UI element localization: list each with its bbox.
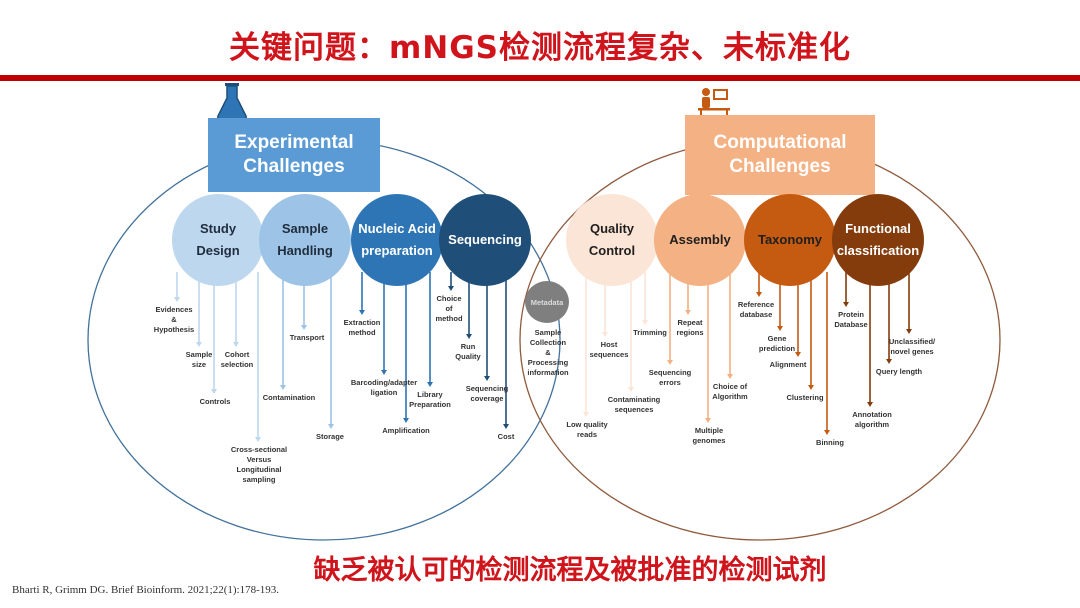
experimental-category-study-design: Study Design (172, 194, 264, 286)
arrow (667, 272, 673, 365)
challenge-label: Storage (316, 432, 344, 441)
arrow (484, 272, 490, 381)
arrow (359, 272, 365, 315)
slide-subtitle: 缺乏被认可的检测流程及被批准的检测试剂 (313, 555, 827, 586)
challenge-label: Annotation algorithm (852, 410, 892, 429)
arrow (906, 272, 912, 334)
challenge-label: Choice of Algorithm (712, 382, 748, 401)
challenge-label: Run Quality (455, 342, 481, 361)
computational-challenges-header: Computational Challenges (685, 115, 875, 195)
arrow (328, 272, 334, 429)
challenge-label: Unclassified/ novel genes (888, 337, 936, 356)
computational-category-functional-classification: Functional classification (832, 194, 924, 286)
arrow (756, 272, 762, 297)
experimental-category-sample-handling: Sample Handling (259, 194, 351, 286)
computational-category-quality-control: Quality Control (566, 194, 658, 286)
challenge-label: Library Preparation (409, 390, 451, 409)
challenge-label: Evidences & Hypothesis (153, 305, 195, 334)
arrow (381, 272, 387, 375)
challenge-label: Binning (816, 438, 844, 447)
challenge-label: Sequencing errors (648, 368, 692, 387)
challenge-label: Cross-sectional Versus Longitudinal samp… (230, 445, 288, 484)
challenge-label: Low quality reads (566, 420, 608, 439)
arrow (824, 272, 830, 435)
arrow (233, 272, 239, 347)
title-divider (0, 75, 1080, 81)
slide-title: 关键问题：mNGS检测流程复杂、未标准化 (228, 30, 852, 66)
experimental-challenges-header: Experimental Challenges (208, 118, 380, 192)
challenge-label: Sample size (185, 350, 213, 369)
metadata-description: Sample Collection & Processing informati… (527, 328, 569, 377)
challenge-label: Sequencing coverage (465, 384, 509, 403)
arrow (255, 272, 261, 442)
challenge-label: Clustering (786, 393, 824, 402)
experimental-category-nucleic-acid-preparation: Nucleic Acid preparation (351, 194, 443, 286)
flask-icon (217, 83, 247, 121)
challenge-label: Contamination (262, 393, 316, 402)
challenge-label: Contaminating sequences (607, 395, 661, 414)
arrow (867, 272, 873, 407)
arrow (280, 272, 286, 390)
challenge-label: Query length (875, 367, 923, 376)
challenge-label: Reference database (737, 300, 775, 319)
arrow (448, 272, 454, 291)
arrow (174, 272, 180, 302)
arrow (795, 272, 801, 357)
arrow (427, 272, 433, 387)
challenge-label: Cost (497, 432, 515, 441)
arrow (503, 272, 509, 429)
computational-category-assembly: Assembly (654, 194, 746, 286)
arrow (196, 272, 202, 347)
challenge-label: Barcoding/adapter ligation (350, 378, 418, 397)
challenge-label: Multiple genomes (692, 426, 726, 445)
arrow (843, 272, 849, 307)
challenge-label: Trimming (633, 328, 667, 337)
challenge-label: Choice of method (435, 294, 463, 323)
challenge-label: Controls (199, 397, 231, 406)
citation: Bharti R, Grimm DG. Brief Bioinform. 202… (12, 584, 280, 596)
challenge-label: Repeat regions (676, 318, 704, 337)
arrow (886, 272, 892, 364)
arrow (642, 272, 648, 325)
challenge-label: Cohort selection (220, 350, 254, 369)
metadata-circle: Metadata (525, 281, 569, 323)
challenge-label: Extraction method (343, 318, 381, 337)
challenge-label: Gene prediction (758, 334, 796, 353)
challenge-label: Alignment (769, 360, 807, 369)
arrow (628, 272, 634, 392)
challenge-label: Host sequences (589, 340, 629, 359)
challenge-label: Amplification (382, 426, 430, 435)
arrow (727, 272, 733, 379)
arrow (705, 272, 711, 423)
challenge-label: Transport (289, 333, 325, 342)
arrow (403, 272, 409, 423)
arrow (211, 272, 217, 394)
computational-category-taxonomy: Taxonomy (744, 194, 836, 286)
arrow (583, 272, 589, 417)
challenge-label: Protein Database (834, 310, 868, 329)
arrow (808, 272, 814, 390)
experimental-category-sequencing: Sequencing (439, 194, 531, 286)
